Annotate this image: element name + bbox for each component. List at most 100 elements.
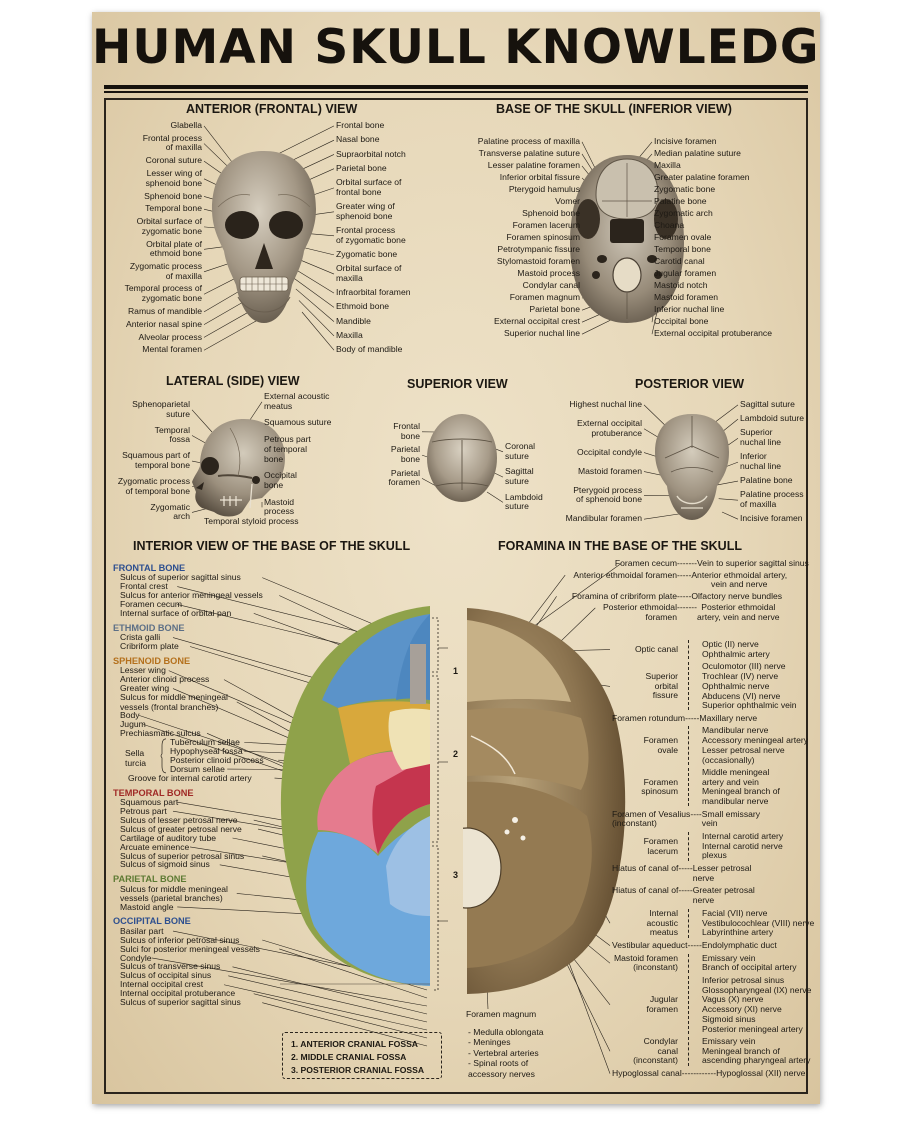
foramen-brace	[688, 640, 702, 660]
foramen-content: Middle meningeal	[702, 767, 770, 777]
foramen-name: Hiatus of canal of	[612, 885, 679, 896]
inf-left-label: Palatine process of maxilla	[477, 136, 580, 146]
inf-left-label: Superior nuchal line	[504, 328, 580, 339]
inf-left-label: Pterygoid hamulus	[508, 184, 580, 195]
foramen-magnum-label: Foramen magnum	[466, 1009, 537, 1019]
foramen-entry: Foramen of Vesalius(inconstant)----Small…	[612, 808, 800, 829]
foramen-name: Mastoid foramen(inconstant)	[613, 952, 678, 973]
inf-left-label: Foramen magnum	[509, 292, 580, 303]
title-rule-thin	[104, 91, 808, 93]
foramen-content: Emissary vein	[702, 1035, 756, 1046]
foramen-dash: -----	[685, 712, 700, 723]
interior-item-label: Cribriform plate	[120, 641, 179, 652]
foramen-content: Posterior meningeal artery	[702, 1023, 803, 1034]
pos-left-label: Mastoid foramen	[577, 465, 642, 476]
interior-item-label: Squamous part	[120, 796, 179, 807]
ant-right-label: Infraorbital foramen	[336, 287, 411, 298]
ant-left-label: Alveolar process	[138, 331, 202, 342]
foramen-content: Ophthalmic nerve	[702, 680, 770, 691]
foramen-dash: -------	[677, 602, 698, 613]
inf-left-label: Foramen spinosum	[506, 232, 580, 243]
interior-item-label: Foramen cecum	[120, 599, 183, 610]
lat-right-label: Squamous suture	[264, 417, 332, 428]
foramen-content: (occasionally)	[702, 754, 755, 765]
legend-item-3: 3. POSTERIOR CRANIAL FOSSA	[291, 1065, 425, 1075]
interior-item-label: Petrous part	[120, 805, 167, 816]
magnum-content: accessory nerves	[468, 1068, 535, 1079]
inf-left-label: Stylomastoid foramen	[496, 256, 580, 267]
foramen-content: Inferior petrosal sinus	[702, 975, 785, 985]
interior-item-label: Lesser wing	[120, 665, 166, 676]
foramen-name: Foramen rotundum	[612, 712, 686, 723]
magnum-content: - Spinal roots of	[468, 1058, 529, 1069]
foramen-content: Small emissary	[701, 808, 761, 819]
magnum-content: - Meninges	[468, 1037, 511, 1048]
inf-left-label: Lesser palatine foramen	[487, 160, 580, 171]
legend-item-2: 2. MIDDLE CRANIAL FOSSA	[291, 1052, 407, 1062]
pos-right-label: Incisive foramen	[740, 513, 803, 524]
foramen-content: artery and vein	[702, 776, 759, 787]
title-rule	[104, 85, 808, 89]
pos-left-label: Mandibular foramen	[565, 513, 642, 524]
foramen-dash: -----	[677, 569, 692, 580]
foramen-brace	[688, 662, 702, 711]
foramen-brace	[688, 832, 702, 861]
foramen-name: Foramen cecum	[614, 558, 677, 568]
inf-right-label: External occipital protuberance	[654, 328, 772, 339]
foramen-content: Superior ophthalmic vein	[702, 700, 797, 711]
foramen-entry: Hypoglossal canal------------Hypoglossal…	[612, 1068, 805, 1079]
foramen-brace	[688, 976, 702, 1034]
header-inferior: BASE OF THE SKULL (INFERIOR VIEW)	[496, 102, 732, 116]
pos-right-label: Palatine bone	[740, 475, 793, 486]
inf-right-label: Incisive foramen	[654, 136, 717, 146]
interior-item-label: Jugum	[120, 718, 146, 729]
interior-item-label: Body	[120, 710, 140, 720]
ant-left-label: Sphenoid bone	[144, 190, 202, 201]
inf-right-label: Carotid canal	[654, 256, 705, 267]
foramen-name: Optic canal	[635, 643, 678, 654]
foramen-content: Emissary vein	[702, 952, 756, 963]
foramen-content: Branch of occipital artery	[702, 962, 797, 973]
ant-right-label: Nasal bone	[336, 134, 380, 145]
interior-item-label: Anterior clinoid process	[120, 674, 210, 685]
foramen-content: Internal carotid artery	[702, 831, 784, 841]
foramen-name: Hiatus of canal of	[612, 863, 679, 873]
interior-item-label: Sulci for posterior meningeal vessels	[120, 943, 260, 954]
superior-skull-illustration	[427, 414, 497, 502]
inf-left-label: Parietal bone	[529, 304, 580, 315]
ant-right-label: Frontal bone	[336, 120, 385, 130]
foramen-brace	[688, 953, 702, 973]
inf-right-label: Foramen ovale	[654, 232, 712, 243]
foramen-content: Vestibulocochlear (VIII) nerve	[702, 917, 815, 928]
ant-right-label: Parietal bone	[336, 162, 387, 173]
zone-3-marker: 3	[453, 870, 459, 880]
interior-item-label: Basilar part	[120, 925, 164, 936]
inf-left-label: Condylar canal	[522, 280, 580, 291]
header-interior: INTERIOR VIEW OF THE BASE OF THE SKULL	[133, 539, 411, 553]
foramen-content: Vagus (X) nerve	[702, 994, 764, 1005]
interior-group-title: ETHMOID BONE	[113, 622, 185, 633]
inf-right-label: Jugular foramen	[654, 268, 717, 279]
foramen-content: Accessory meningeal artery	[702, 735, 809, 746]
foramen-content: Lesser petrosal	[692, 863, 752, 873]
